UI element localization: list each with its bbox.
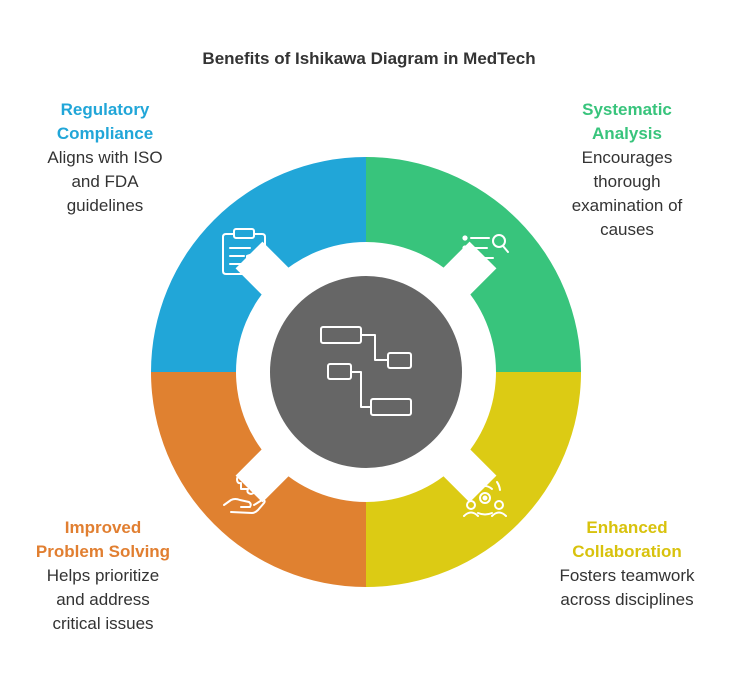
description-regulatory-compliance: Aligns with ISO and FDA guidelines <box>47 148 163 215</box>
heading-enhanced-collaboration: Enhanced Collaboration <box>572 518 682 561</box>
text-regulatory-compliance: Regulatory Compliance Aligns with ISO an… <box>5 98 205 218</box>
flowchart-icon <box>320 326 412 416</box>
heading-regulatory-compliance: Regulatory Compliance <box>56 100 154 143</box>
text-systematic-analysis: Systematic Analysis Encourages thorough … <box>527 98 727 242</box>
segment-gaps <box>235 241 497 503</box>
team-gear-icon <box>463 473 507 517</box>
description-enhanced-collaboration: Fosters teamwork across disciplines <box>559 566 695 609</box>
clipboard-shield-icon <box>222 228 270 278</box>
list-search-icon <box>462 234 509 271</box>
description-improved-problem-solving: Helps prioritize and address critical is… <box>46 566 160 633</box>
center-disc <box>270 276 462 468</box>
text-enhanced-collaboration: Enhanced Collaboration Fosters teamwork … <box>527 516 727 612</box>
heading-systematic-analysis: Systematic Analysis <box>582 100 672 143</box>
text-improved-problem-solving: Improved Problem Solving Helps prioritiz… <box>3 516 203 636</box>
diagram-title: Benefits of Ishikawa Diagram in MedTech <box>202 49 536 68</box>
hand-puzzle-icon <box>223 465 267 514</box>
heading-improved-problem-solving: Improved Problem Solving <box>35 518 171 561</box>
description-systematic-analysis: Encourages thorough examination of cause… <box>571 148 683 239</box>
